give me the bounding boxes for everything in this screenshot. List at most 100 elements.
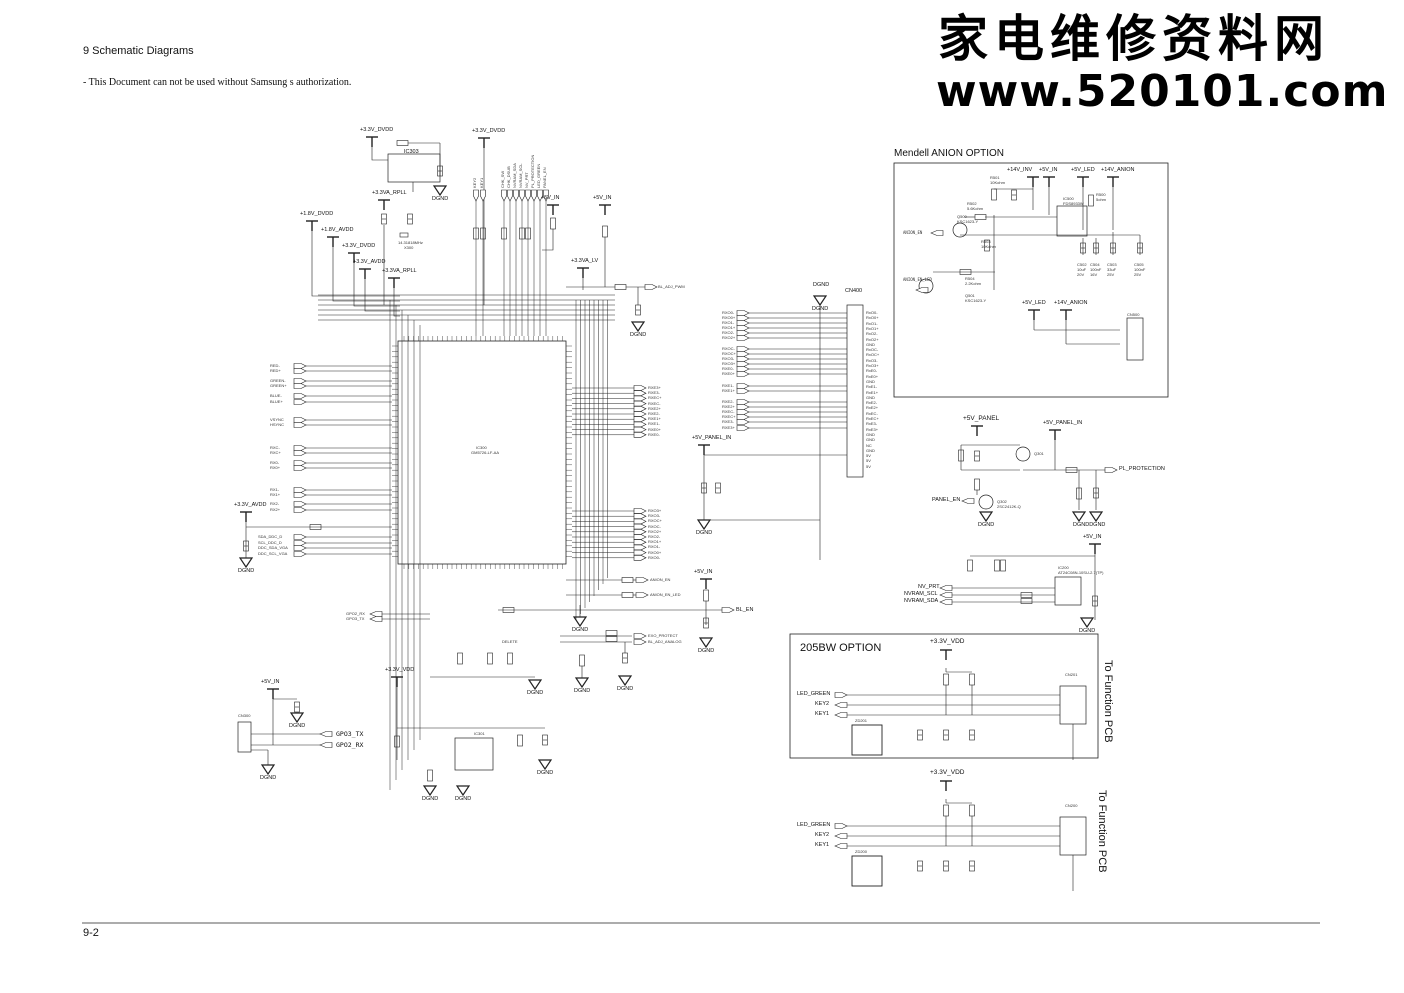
left-port-label: RX2+ <box>270 507 281 512</box>
ic200-body <box>1054 576 1082 606</box>
ground-icon <box>260 764 276 776</box>
port-panel-en: PANEL_EN <box>932 497 961 503</box>
resistor-icon <box>614 284 627 290</box>
anion-cap-voltage: 25V <box>1134 272 1142 277</box>
right-port-label: RXEC+ <box>648 395 662 401</box>
anion-cap-ref: C504 <box>1090 262 1100 267</box>
port-gpo2-rx-2: GPO2_RX <box>336 741 364 749</box>
resistor-icon <box>1020 598 1033 604</box>
port-icon <box>736 425 750 431</box>
port-icon <box>1104 467 1118 473</box>
port-nvram-scl: NVRAM_SCL <box>904 591 938 597</box>
to-function-pcb-label-lower: To Function PCB <box>1096 790 1108 873</box>
port-exo-protect: EXO_PROTECT <box>648 633 678 638</box>
port-icon <box>633 426 647 433</box>
port-bl-adj-analog: BL_ADJ_ANALOG <box>648 639 682 644</box>
cn400-input-label: RXOC- <box>722 346 735 351</box>
resistor-icon <box>621 577 634 583</box>
cn500-ref: CN500 <box>1127 312 1140 317</box>
connector-body <box>1059 816 1087 856</box>
q500-part: KSC1623-Y <box>957 219 979 224</box>
cn400-pin-label: RxO1- <box>866 320 878 326</box>
port-gpo3-tx-2: GPO3_TX <box>336 730 364 738</box>
cn400-pin-label: 5V <box>866 453 871 459</box>
ground-label: DGND <box>432 196 449 202</box>
port-icon <box>939 592 953 598</box>
resistor-icon <box>501 227 507 240</box>
port-icon <box>369 616 383 622</box>
port-icon <box>633 513 647 520</box>
ground-label: DGND <box>812 306 829 312</box>
anion-cap-voltage: 16V <box>1090 272 1098 277</box>
port-icon <box>633 390 647 397</box>
section-title: 9 Schematic Diagrams <box>83 45 194 57</box>
resistor-icon <box>519 227 525 240</box>
q301-ref: Q301 <box>1034 451 1044 456</box>
port-icon <box>736 315 750 321</box>
port-icon <box>293 422 307 428</box>
left-port-label: RXC- <box>270 445 280 450</box>
ground-label: DGND <box>289 723 306 729</box>
q501-ref: Q501 <box>965 293 975 298</box>
q302-ref: Q302 <box>997 499 1007 504</box>
ground-icon <box>812 295 828 307</box>
port-icon <box>293 378 307 384</box>
port-key1: KEY1 <box>815 711 830 717</box>
ground-icon <box>630 321 646 333</box>
cn400-input-label: RXO3- <box>722 356 735 361</box>
left-port-label: RED+ <box>270 368 281 373</box>
rail-3v3-dvdd-2: +3.3V_DVDD <box>472 128 506 134</box>
cn400-pin-label: RxE2- <box>866 400 878 406</box>
capacitor-icon <box>294 701 300 713</box>
ground-label: DGND <box>422 796 439 802</box>
cn400-pin-label: RxO2+ <box>866 336 879 342</box>
cn400-pin-label: RxE0+ <box>866 373 879 379</box>
ground-icon <box>432 185 448 197</box>
ground-label: DGND <box>978 522 995 528</box>
rail-5v-panel-in: +5V_PANEL_IN <box>692 435 732 441</box>
port-icon <box>736 371 750 377</box>
r500-value: 5ohm <box>1096 197 1107 202</box>
port-icon <box>293 501 307 507</box>
cn300-body <box>237 721 252 753</box>
cn400-pin-label: GND <box>866 431 875 437</box>
rail-3v3-vdd-205-big: +3.3V_VDD <box>930 638 965 645</box>
ground-icon <box>696 519 712 531</box>
port-icon <box>473 189 479 202</box>
port-key1: KEY1 <box>815 842 830 848</box>
port-icon <box>633 528 647 535</box>
r501-value: 10Kohm <box>990 180 1005 185</box>
capacitor-icon <box>943 860 949 872</box>
ground-icon <box>527 679 543 691</box>
port-icon <box>633 518 647 525</box>
ic500-body <box>1056 205 1088 237</box>
cn400-input-label: RXE0+ <box>722 371 735 376</box>
port-icon <box>319 731 333 737</box>
port-icon <box>736 351 750 357</box>
port-nv-prt: NV_PRT <box>918 584 940 590</box>
port-icon <box>635 577 649 583</box>
port-icon <box>633 544 647 551</box>
cn400-pin-label: GND <box>866 341 875 347</box>
ground-icon <box>1088 511 1104 523</box>
cn500-body <box>1126 317 1144 361</box>
capacitor-icon <box>542 734 548 746</box>
port-icon <box>736 361 750 367</box>
port-icon <box>633 539 647 546</box>
disclaimer: - This Document can not be used without … <box>83 77 352 88</box>
top-port-label-pl_protection: PL_PROTECTION <box>530 154 535 188</box>
capacitor-icon <box>243 540 249 552</box>
resistor-icon <box>427 769 433 782</box>
rail-5v-in-2: +5V_IN <box>593 195 612 201</box>
anion-rail: +5V_LED <box>1071 167 1095 173</box>
ground-icon <box>698 637 714 649</box>
port-icon <box>736 330 750 336</box>
port-led-green: LED_GREEN <box>797 822 831 828</box>
rail-5v-in-eeprom: +5V_IN <box>1083 534 1102 540</box>
port-icon <box>633 400 647 407</box>
top-port-label-panel_en: PANEL_EN <box>542 167 547 188</box>
left-port-label: RX1- <box>270 487 280 492</box>
port-icon <box>736 356 750 362</box>
port-icon <box>736 409 750 415</box>
right-port-label: RXO2- <box>648 534 661 539</box>
